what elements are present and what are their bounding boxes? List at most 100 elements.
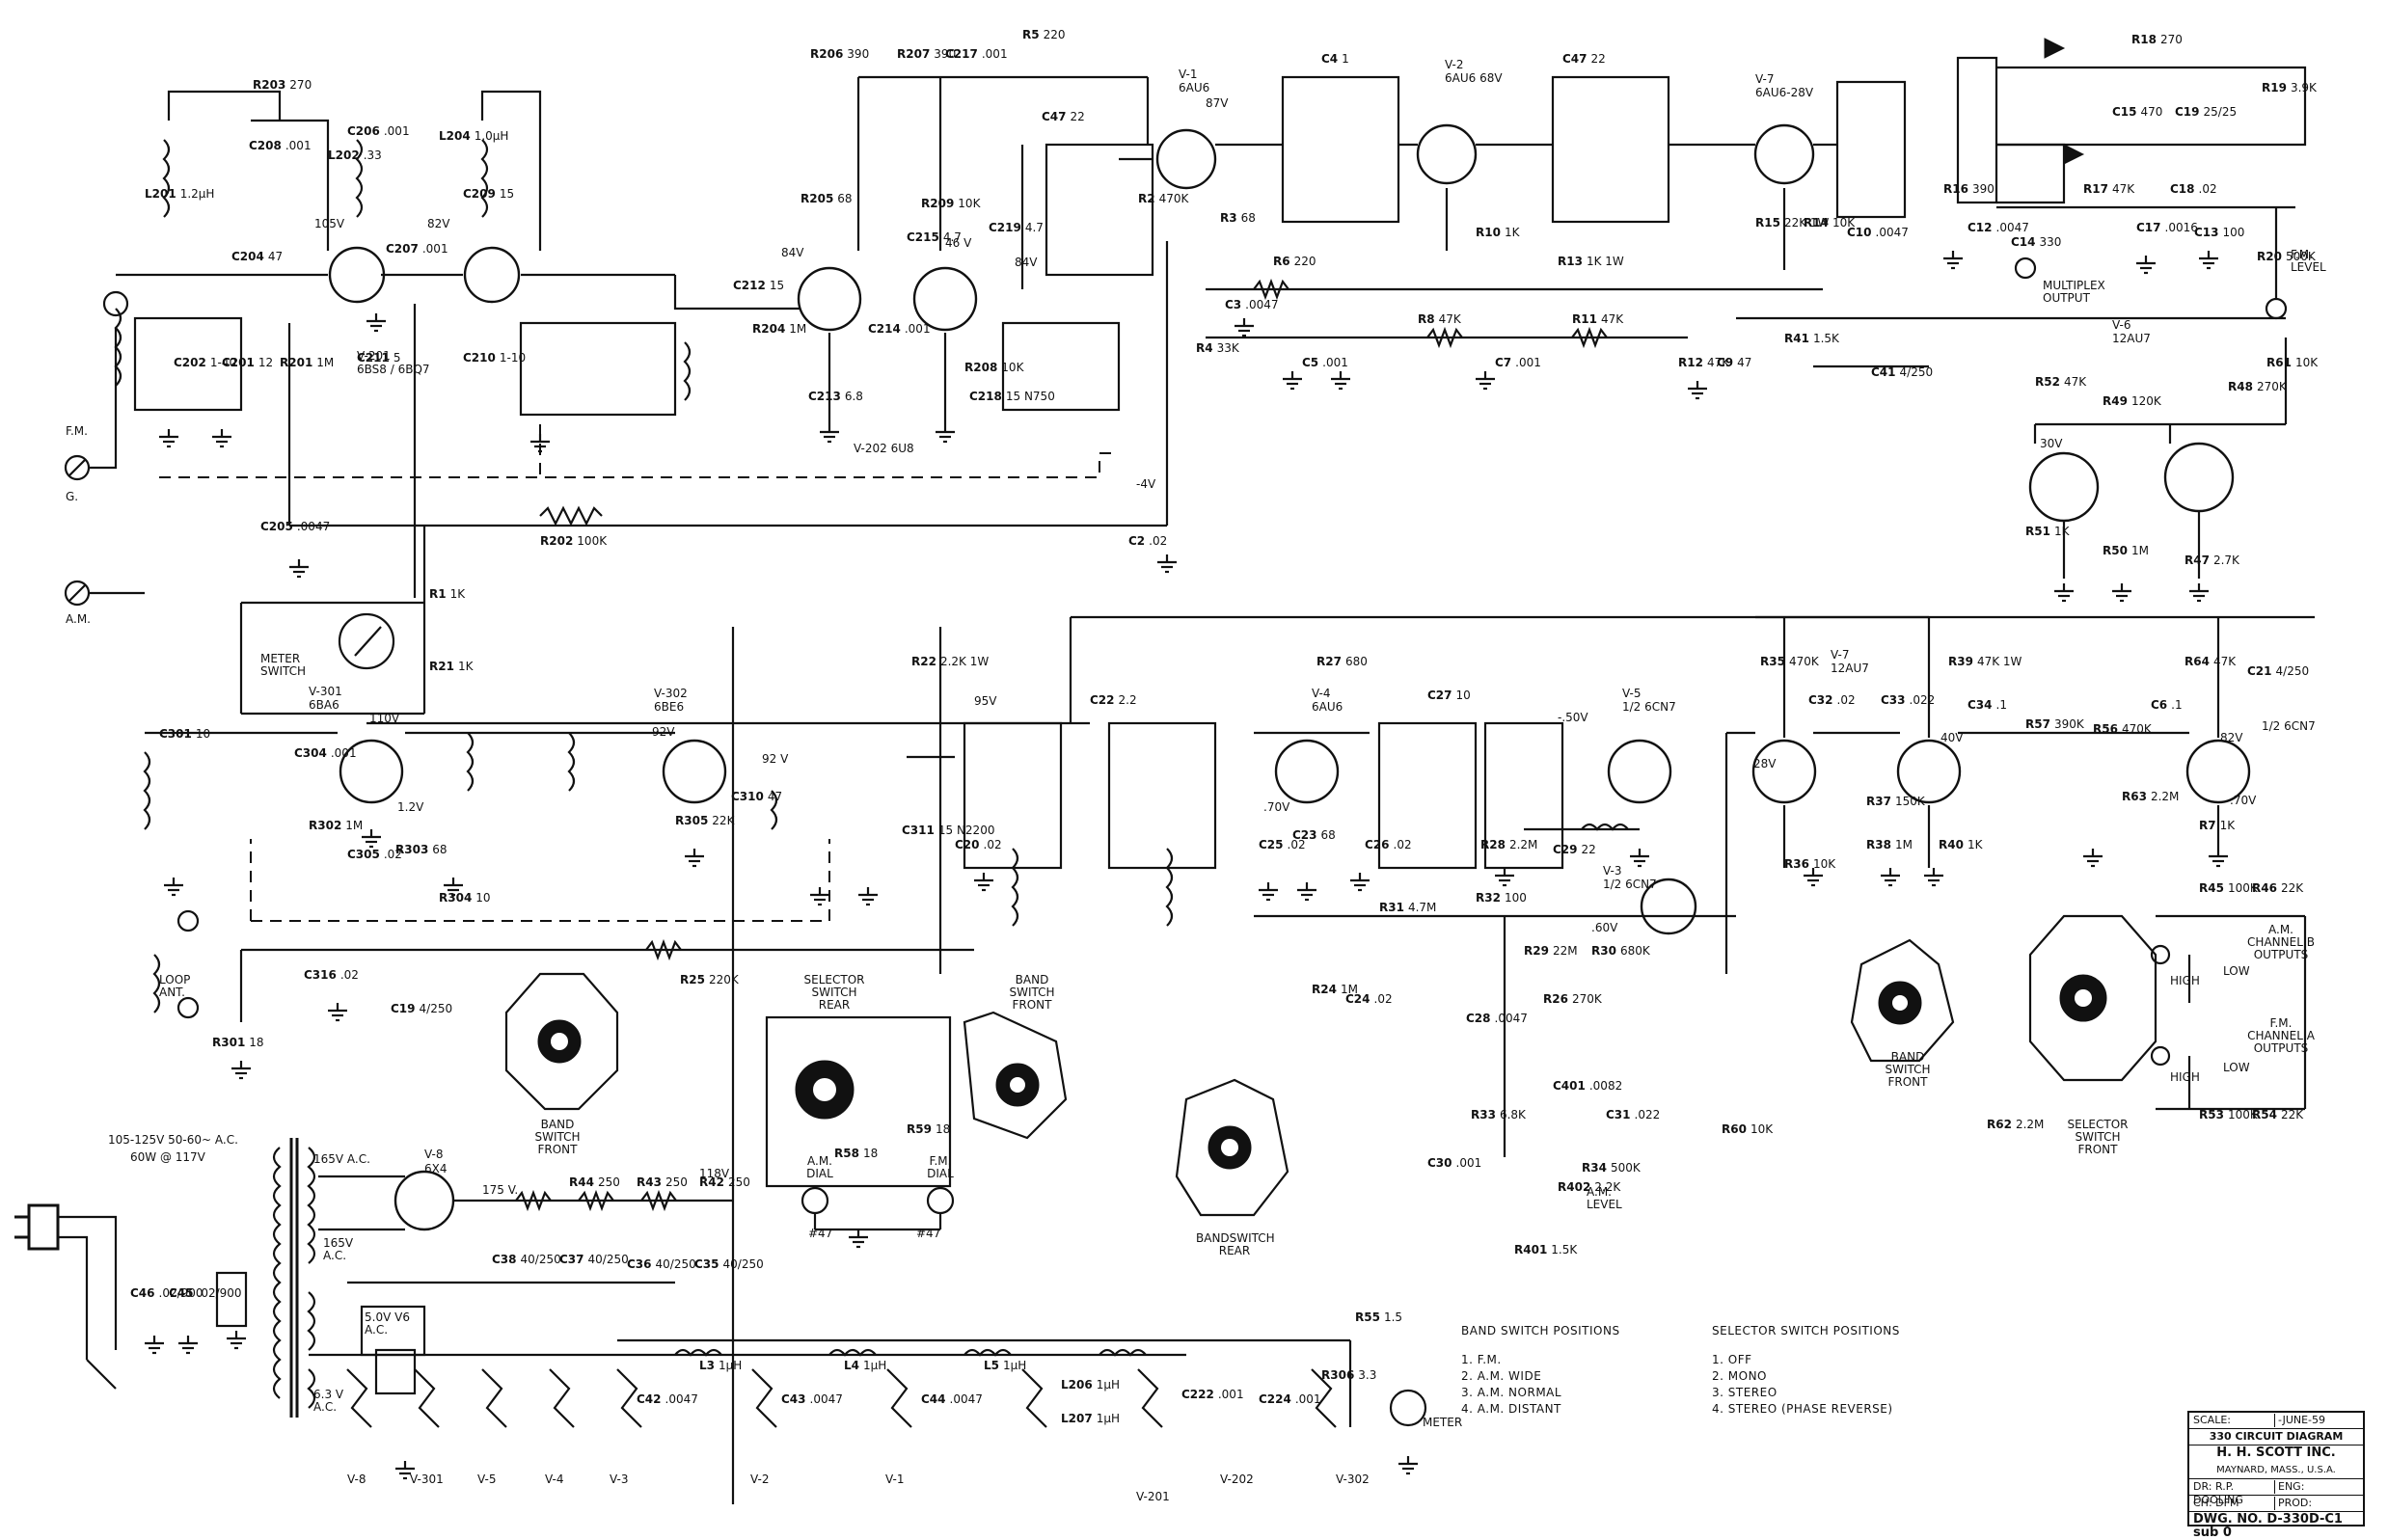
band-switch-front-left: [504, 972, 619, 1111]
heater-tube-label: V-301: [410, 1472, 444, 1486]
component-label: C222.001: [1181, 1388, 1244, 1401]
component-label: C206.001: [347, 124, 410, 138]
band-switch-front-center: [963, 1011, 1068, 1140]
eng: ENG:: [2278, 1480, 2305, 1493]
voltage-label: 40V: [1940, 731, 1964, 744]
power-spec-label: 105-125V 50-60~ A.C.: [108, 1133, 238, 1147]
date: -JUNE-59: [2278, 1414, 2326, 1426]
component-label: C45.02/900: [169, 1286, 242, 1300]
voltage-label: .70V: [1263, 800, 1290, 814]
tube-label-v202: V-202 6U8: [854, 442, 914, 455]
heater-tube-label: V-302: [1336, 1472, 1370, 1486]
component-label: L202.33: [328, 149, 382, 162]
voltage-label: 110V: [369, 712, 400, 725]
ground-label: G.: [66, 490, 79, 503]
drawing-title: 330 CIRCUIT DIAGRAM: [2189, 1429, 2363, 1445]
am-level-label: A.M. LEVEL: [1587, 1185, 1622, 1211]
tube-v3-audio: [2185, 739, 2251, 804]
component-label: C205.0047: [260, 520, 330, 533]
component-label: C304.001: [294, 746, 357, 760]
voltage-label: 28V: [1753, 757, 1777, 770]
heater-tube-label: V-5: [477, 1472, 497, 1486]
band-switch-front-label-right: BAND SWITCH FRONT: [1885, 1050, 1931, 1089]
v8-label: V-8: [424, 1148, 444, 1161]
am-if-transformer-4: [1483, 721, 1564, 870]
component-label: C24.02: [1345, 992, 1393, 1006]
voltage-label: 82V: [427, 217, 450, 230]
tube-v202a: [797, 266, 862, 332]
fm-level-label: F.M. LEVEL: [2291, 248, 2326, 274]
heater-tube-label: V-2: [750, 1472, 770, 1486]
voltage-label: .70V: [2230, 794, 2257, 807]
high-label-a: HIGH: [2170, 1070, 2200, 1084]
voltage-label: 105V: [314, 217, 345, 230]
heater-tube-label: V-202: [1220, 1472, 1254, 1486]
component-label: C26.02: [1365, 838, 1412, 851]
component-label: C7.001: [1495, 356, 1541, 369]
tube-v202b: [912, 266, 978, 332]
component-label: C214.001: [868, 322, 931, 336]
band-switch-front-label-left: BAND SWITCH FRONT: [534, 1118, 581, 1156]
am-antenna-label: A.M.: [66, 612, 91, 626]
component-label: C31.022: [1606, 1108, 1660, 1121]
company-location: MAYNARD, MASS., U.S.A.: [2189, 1463, 2363, 1479]
voltage-label: 1.2V: [397, 800, 424, 814]
drawn-by: DR: R.P. DOOLING: [2193, 1480, 2275, 1506]
selector-switch-front: [2028, 914, 2157, 1082]
fm-if-strip: [1119, 75, 1907, 400]
component-label: C42.0047: [637, 1392, 698, 1406]
voltage-label: .60V: [1591, 921, 1618, 934]
am-channel-b-label: A.M. CHANNEL B OUTPUTS: [2247, 923, 2315, 961]
